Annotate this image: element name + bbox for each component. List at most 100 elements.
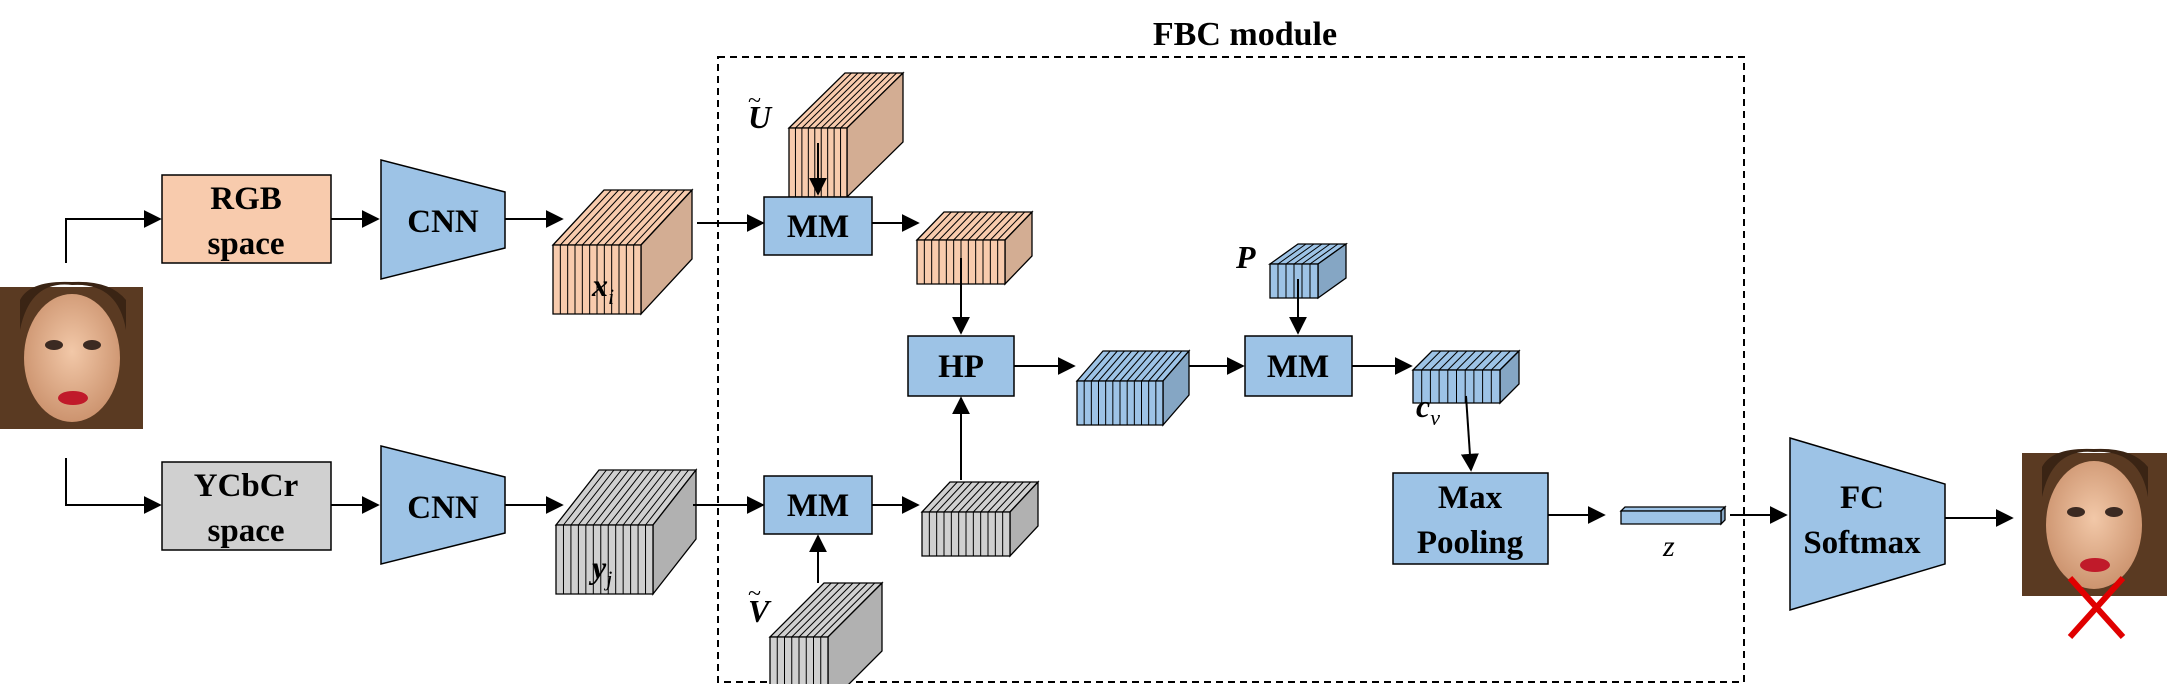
red-x-icon — [2067, 575, 2126, 640]
tensor-v-tilde-stripe — [798, 582, 854, 638]
tensor-mm-bottom-out-stripe — [928, 481, 958, 513]
max-pooling-box: Max Pooling — [1392, 472, 1549, 565]
rgb-space-box: RGB space — [161, 174, 332, 264]
tensor-hp-out-stripe — [1112, 350, 1140, 382]
mm-box-bottom: MM — [763, 475, 873, 535]
branch-to-ycbcr — [65, 458, 162, 514]
face-photo-input — [0, 281, 143, 429]
tensor-x-stripe — [625, 189, 678, 246]
tensor-p-stripe — [1277, 243, 1307, 265]
cnn-bottom: CNN — [380, 445, 506, 565]
symbol-c-v: cv — [1416, 388, 1440, 430]
tensor-y-stripe — [637, 469, 682, 526]
tensor-mm-bottom-out-stripe — [965, 481, 995, 513]
tensor-v-tilde-stripe — [820, 582, 876, 638]
tensor-hp-out-stripe — [1126, 350, 1154, 382]
mm-box-middle: MM — [1244, 335, 1353, 397]
svg-text:space: space — [208, 226, 285, 262]
svg-text:YCbCr: YCbCr — [194, 468, 299, 504]
module-title: FBC module — [1153, 16, 1337, 53]
tensor-x-stripe — [618, 189, 671, 246]
tensor-x-stripe — [581, 189, 634, 246]
tensor-v-tilde-stripe — [784, 582, 839, 638]
tensor-hp-out-stripe — [1141, 350, 1168, 382]
tensor-p-stripe — [1293, 243, 1323, 265]
tensor-p-stripe — [1309, 243, 1339, 265]
tensor-hp-out-stripe — [1119, 350, 1147, 382]
tensor-mm-top-out-stripe — [997, 211, 1026, 241]
tensor-mm-bottom-out-stripe — [987, 481, 1017, 513]
tensor-hp-out-stripe — [1083, 350, 1111, 382]
tensor-hp-out-stripe — [1155, 350, 1183, 382]
branch-to-rgb — [65, 210, 162, 263]
tensor-c-v-stripe — [1490, 350, 1511, 371]
tensor-u-tilde-stripe — [801, 72, 859, 129]
tensor-y-stripe — [563, 469, 607, 526]
symbol-v-tilde: V ~ — [748, 581, 772, 629]
tensor-mm-top-out-stripe — [945, 211, 974, 241]
hp-box: HP — [907, 335, 1015, 397]
svg-text:RGB: RGB — [210, 181, 282, 217]
tensor-hp-out-stripe — [1133, 350, 1161, 382]
tensor-mm-bottom-out-stripe — [1002, 481, 1032, 513]
arrow-cv-maxpool — [1460, 395, 1479, 472]
tensor-mm-bottom-out-stripe — [994, 481, 1024, 513]
tensor-x-stripe — [574, 189, 627, 246]
tensor-mm-top-out-stripe — [967, 211, 996, 241]
svg-text:FC: FC — [1840, 480, 1884, 516]
tensor-u-tilde-stripe — [807, 72, 865, 129]
tensor-c-v-stripe — [1482, 350, 1502, 371]
svg-text:MM: MM — [787, 209, 849, 245]
svg-text:Softmax: Softmax — [1803, 525, 1921, 561]
tensor-x-stripe — [567, 189, 620, 246]
svg-text:Pooling: Pooling — [1417, 525, 1524, 561]
tensor-mm-top-out-stripe — [960, 211, 989, 241]
tensor-y-stripe — [570, 469, 615, 526]
svg-text:space: space — [208, 513, 285, 549]
tensor-x-stripe — [611, 189, 664, 246]
tensor-mm-top-out-stripe — [953, 211, 982, 241]
tensor-hp-out-stripe — [1105, 350, 1133, 382]
tensor-hp-out-stripe — [1148, 350, 1176, 382]
tensor-mm-top-out-stripe — [923, 211, 952, 241]
tensor-y-stripe — [615, 469, 660, 526]
tensor-u-tilde-stripe — [795, 72, 852, 129]
mm-box-top: MM — [763, 196, 873, 256]
fc-softmax-block: FC Softmax — [1789, 436, 1946, 612]
tensor-c-v-stripe — [1447, 350, 1468, 371]
tensor-y-front — [555, 524, 654, 595]
svg-text:~: ~ — [748, 88, 761, 114]
tensor-x-stripe — [633, 189, 686, 246]
svg-text:CNN: CNN — [407, 204, 479, 240]
tensor-v-tilde-stripe — [776, 582, 832, 638]
tensor-c-v-stripe — [1430, 350, 1450, 371]
symbol-y-j: yj — [588, 549, 612, 591]
tensor-y-stripe — [622, 469, 667, 526]
tensor-x-stripe — [596, 189, 649, 246]
tensor-u-tilde-stripe — [840, 72, 897, 129]
tensor-v-tilde-stripe — [805, 582, 861, 638]
svg-text:V: V — [748, 593, 772, 629]
tensor-mm-bottom-out-stripe — [980, 481, 1010, 513]
tensor-hp-out-stripe — [1098, 350, 1125, 382]
svg-text:Max: Max — [1438, 480, 1503, 516]
symbol-p: P — [1235, 239, 1256, 275]
tensor-y-stripe — [585, 469, 630, 526]
face-photo-output — [2022, 448, 2167, 596]
tensor-u-tilde-stripe — [814, 72, 872, 129]
tensor-mm-top-out-stripe — [975, 211, 1004, 241]
tensor-mm-top-out-stripe — [938, 211, 967, 241]
tensor-c-v-stripe — [1438, 350, 1459, 371]
tensor-p-stripe — [1301, 243, 1331, 265]
symbol-x-i: xi — [591, 267, 614, 309]
tensor-c-v-stripe — [1473, 350, 1494, 371]
tensor-c-v-stripe — [1456, 350, 1476, 371]
tensor-c-v-stripe — [1464, 350, 1485, 371]
cnn-top: CNN — [380, 159, 506, 280]
svg-text:MM: MM — [1267, 349, 1329, 385]
tensor-hp-out-stripe — [1090, 350, 1118, 382]
tensor-mm-top-out-stripe — [982, 211, 1011, 241]
svg-text:~: ~ — [748, 581, 761, 607]
fbc-module-boundary — [717, 56, 1745, 683]
